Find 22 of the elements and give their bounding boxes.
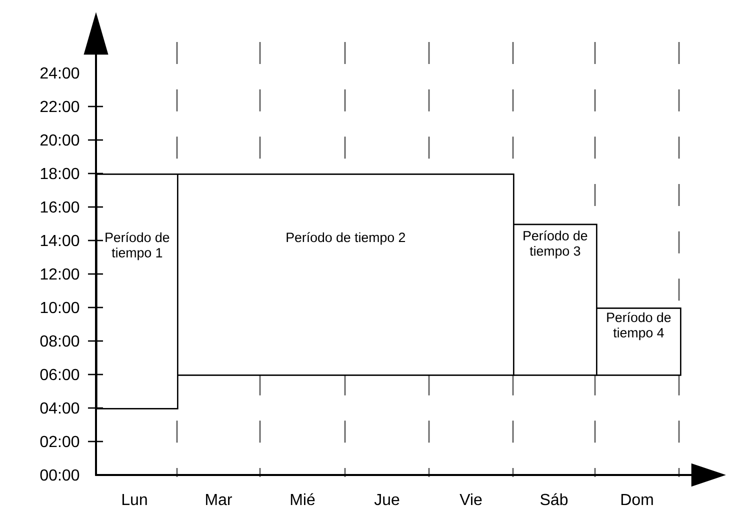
period-box: Período de tiempo 4 <box>596 308 682 376</box>
day-label: Lun <box>122 494 147 506</box>
tick-label: 00:00 <box>40 469 80 481</box>
day-label: Mié <box>290 493 315 506</box>
tick-label: 16:00 <box>40 201 80 213</box>
tick-label: 12:00 <box>40 268 80 280</box>
tick-label: 24:00 <box>40 67 80 79</box>
tick-label: 22:00 <box>40 100 80 112</box>
day-label: Jue <box>374 494 400 506</box>
day-label: Sáb <box>540 493 568 506</box>
tick-label: 10:00 <box>40 302 80 314</box>
period-box: Período de tiempo 1 <box>96 174 178 410</box>
day-label: Dom <box>621 494 653 506</box>
tick-label: 02:00 <box>40 436 80 448</box>
tick-label: 06:00 <box>40 368 80 380</box>
tick-label: 20:00 <box>40 134 80 146</box>
tick-label: 14:00 <box>40 234 80 246</box>
day-label: Vie <box>460 493 482 506</box>
day-label: Mar <box>206 494 232 506</box>
tick-label: 18:00 <box>40 168 80 180</box>
tick-label: 04:00 <box>40 402 80 414</box>
tick-label: 08:00 <box>40 335 80 347</box>
